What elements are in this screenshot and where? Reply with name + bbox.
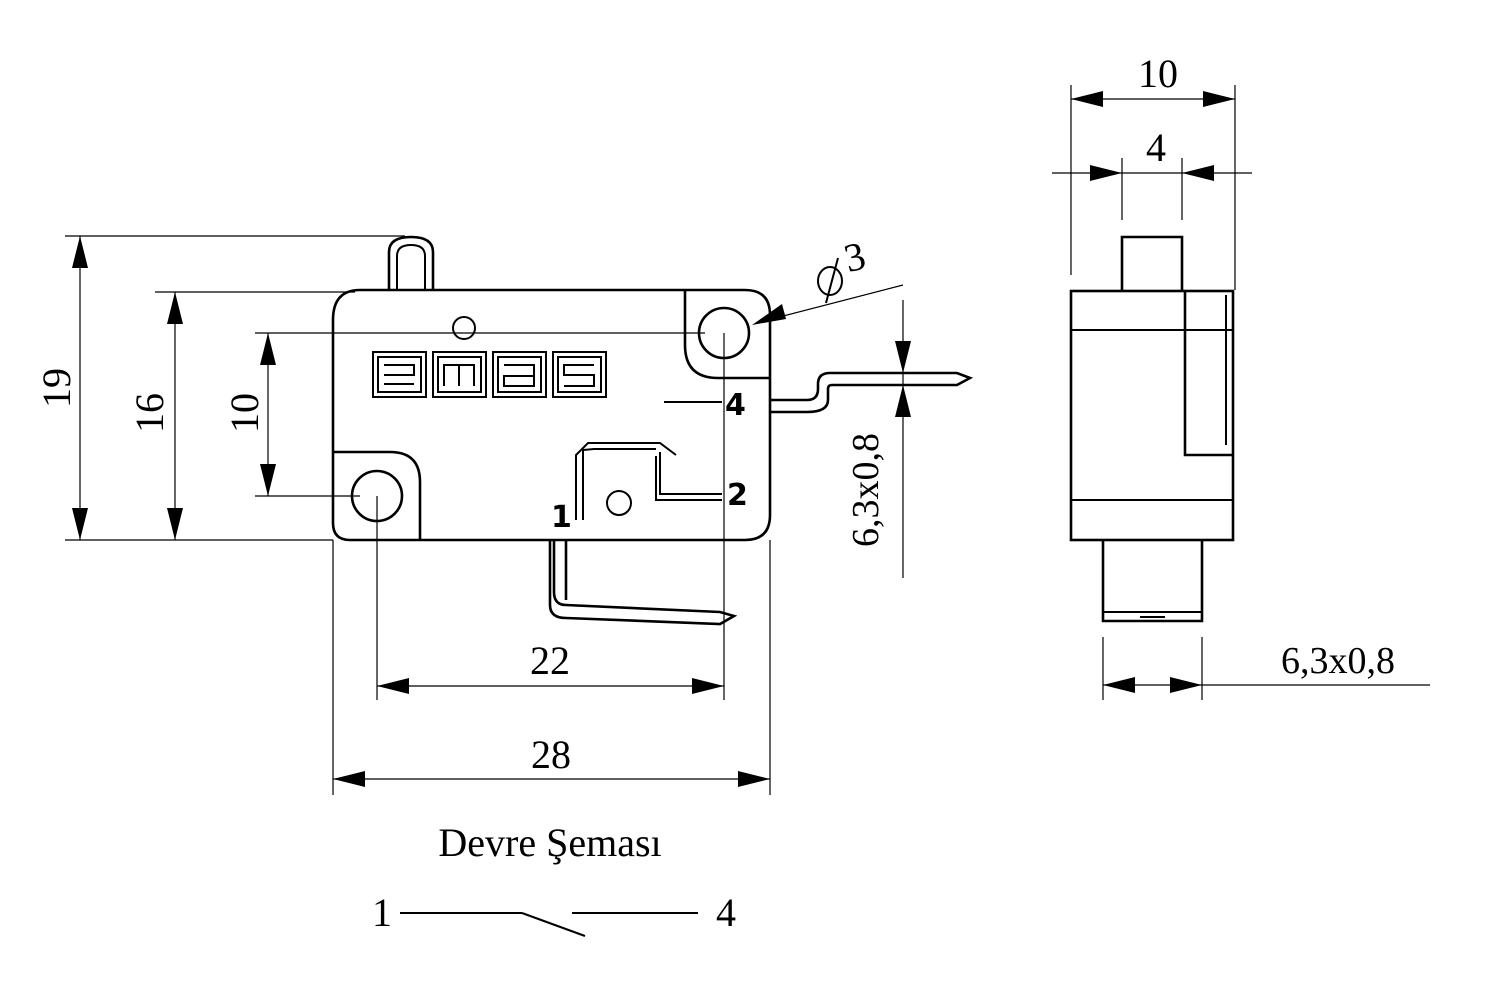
- front-view: emas 4 2 1: [331, 235, 974, 626]
- front-dimensions: 19 16 10 22 28 3: [34, 233, 911, 795]
- dim-total-width: 28: [531, 732, 571, 777]
- dim-side-width: 10: [1138, 51, 1178, 96]
- circuit-terminal-4: 4: [716, 890, 736, 935]
- diameter-symbol: [817, 257, 843, 304]
- terminal-label-4: 4: [725, 388, 746, 423]
- contact-mechanism: [575, 442, 722, 520]
- lower-hole-pocket: [333, 450, 422, 540]
- switch-body-outline: [331, 288, 772, 542]
- side-body: [1069, 289, 1235, 542]
- switch-lever: [521, 912, 586, 937]
- pin-loop: [387, 235, 435, 290]
- bottom-terminal-tab: [548, 540, 738, 626]
- circuit-title: Devre Şeması: [438, 820, 661, 865]
- side-view: [1069, 235, 1235, 623]
- brand-logo: emas: [372, 351, 607, 398]
- right-terminal-tab: [770, 371, 974, 414]
- dim-hole-diameter: 3: [840, 233, 870, 282]
- contact-pivot: [606, 490, 632, 516]
- circuit-terminal-1: 1: [372, 890, 392, 935]
- terminal-label-2: 2: [727, 478, 748, 513]
- side-terminal: [1101, 540, 1204, 623]
- dim-terminal-front: 6,3x0,8: [845, 433, 887, 547]
- dim-terminal-side: 6,3x0,8: [1281, 640, 1395, 682]
- rivet-circle: [452, 316, 476, 340]
- circuit-diagram: Devre Şeması 1 4: [372, 820, 736, 937]
- actuator: [1120, 235, 1184, 290]
- dim-hole-spacing-h: 22: [530, 638, 570, 683]
- dim-hole-spacing-v: 10: [222, 393, 267, 433]
- terminal-label-1: 1: [551, 500, 572, 535]
- dim-actuator: 4: [1146, 125, 1166, 170]
- side-dimensions: 10 4 6,3x0,8: [1052, 51, 1430, 700]
- dim-body-height: 16: [127, 393, 172, 433]
- dim-total-height: 19: [34, 368, 79, 408]
- upper-hole-pocket: [683, 290, 770, 380]
